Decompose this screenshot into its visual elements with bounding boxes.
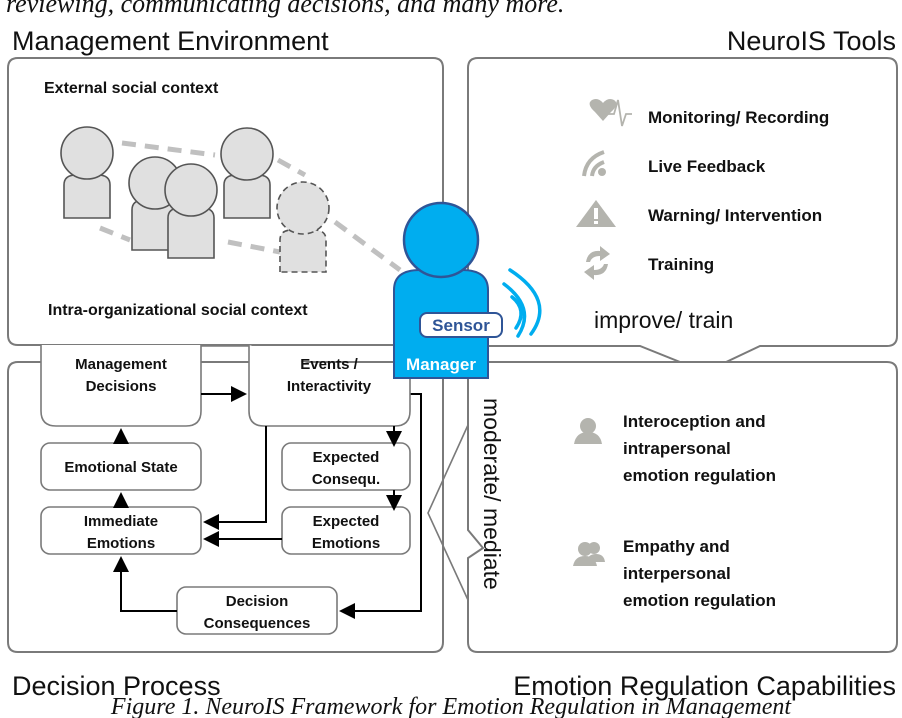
decision-consequences-line1: Decision — [226, 593, 289, 610]
intra-context-label: Intra-organizational social context — [48, 302, 308, 319]
tool-label: Training — [648, 255, 714, 274]
improve-train-label: improve/ train — [594, 307, 733, 333]
events-interactivity-box[interactable] — [248, 345, 411, 427]
expected-emotions-line2: Emotions — [312, 535, 380, 552]
neurois-tools-title: NeuroIS Tools — [727, 26, 896, 56]
external-context-label: External social context — [44, 80, 219, 97]
tool-item-training: Training — [584, 246, 714, 280]
decision-consequences-line2: Consequences — [204, 615, 311, 632]
tool-label: Warning/ Intervention — [648, 206, 822, 225]
management-decisions-box[interactable] — [40, 345, 202, 427]
intro-text: reviewing, communicating decisions, and … — [6, 0, 564, 18]
moderate-mediate-label: moderate/ mediate — [479, 398, 505, 590]
emotion-regulation-box — [467, 361, 898, 653]
refresh-icon — [584, 246, 610, 280]
regulation-line: Empathy and — [623, 537, 730, 556]
manager-label: Manager — [406, 355, 476, 374]
expected-consequ-box[interactable] — [281, 442, 411, 491]
events-line2: Interactivity — [287, 378, 372, 395]
dashed-person-icon — [276, 181, 330, 273]
feedback-signal-icon — [582, 150, 606, 177]
expected-emotions-box[interactable] — [281, 506, 411, 555]
emotion-regulation-title: Emotion Regulation Capabilities — [513, 671, 896, 701]
events-line1: Events / — [300, 356, 358, 373]
management-decisions-line1: Management — [75, 356, 167, 373]
sensor-badge — [419, 312, 503, 338]
warning-icon — [576, 200, 616, 227]
decision-process-title: Decision Process — [12, 671, 221, 701]
tools-list: Monitoring/ Recording Live Feedback Warn… — [576, 99, 829, 280]
social-network — [60, 126, 402, 273]
moderate-connector — [427, 424, 469, 601]
management-decisions-line2: Decisions — [86, 378, 157, 395]
expected-consequ-line1: Expected — [313, 449, 380, 466]
flow-arrows — [113, 386, 422, 619]
sensor-label: Sensor — [432, 316, 490, 335]
manager-head — [402, 201, 480, 279]
tool-label: Monitoring/ Recording — [648, 108, 829, 127]
manager-figure: Sensor Manager — [393, 201, 542, 395]
regulation-line: emotion regulation — [623, 591, 776, 610]
two-persons-icon — [573, 542, 605, 566]
regulation-line: interpersonal — [623, 564, 731, 583]
management-environment-title: Management Environment — [12, 26, 329, 56]
immediate-emotions-line2: Emotions — [87, 535, 155, 552]
person-icon — [60, 126, 114, 219]
tool-label: Live Feedback — [648, 157, 766, 176]
tool-item-feedback: Live Feedback — [582, 150, 766, 177]
expected-emotions-line1: Expected — [313, 513, 380, 530]
regulation-line: emotion regulation — [623, 466, 776, 485]
figure-caption: Figure 1. NeuroIS Framework for Emotion … — [110, 694, 792, 718]
tool-item-monitoring: Monitoring/ Recording — [589, 99, 829, 127]
emotional-state-label: Emotional State — [64, 459, 177, 476]
person-icon — [164, 163, 218, 259]
regulation-line: intrapersonal — [623, 439, 731, 458]
wireless-signal-icon — [502, 268, 542, 338]
immediate-emotions-line1: Immediate — [84, 513, 158, 530]
heart-rate-icon — [589, 99, 632, 127]
regulation-item-interpersonal: Empathy and interpersonal emotion regula… — [573, 537, 776, 610]
regulation-line: Interoception and — [623, 412, 766, 431]
neurois-tools-box — [467, 57, 898, 374]
regulation-item-intrapersonal: Interoception and intrapersonal emotion … — [574, 412, 776, 485]
person-icon — [220, 127, 274, 219]
tool-item-warning: Warning/ Intervention — [576, 200, 822, 227]
expected-consequ-line2: Consequ. — [312, 471, 380, 488]
single-person-icon — [574, 418, 602, 444]
